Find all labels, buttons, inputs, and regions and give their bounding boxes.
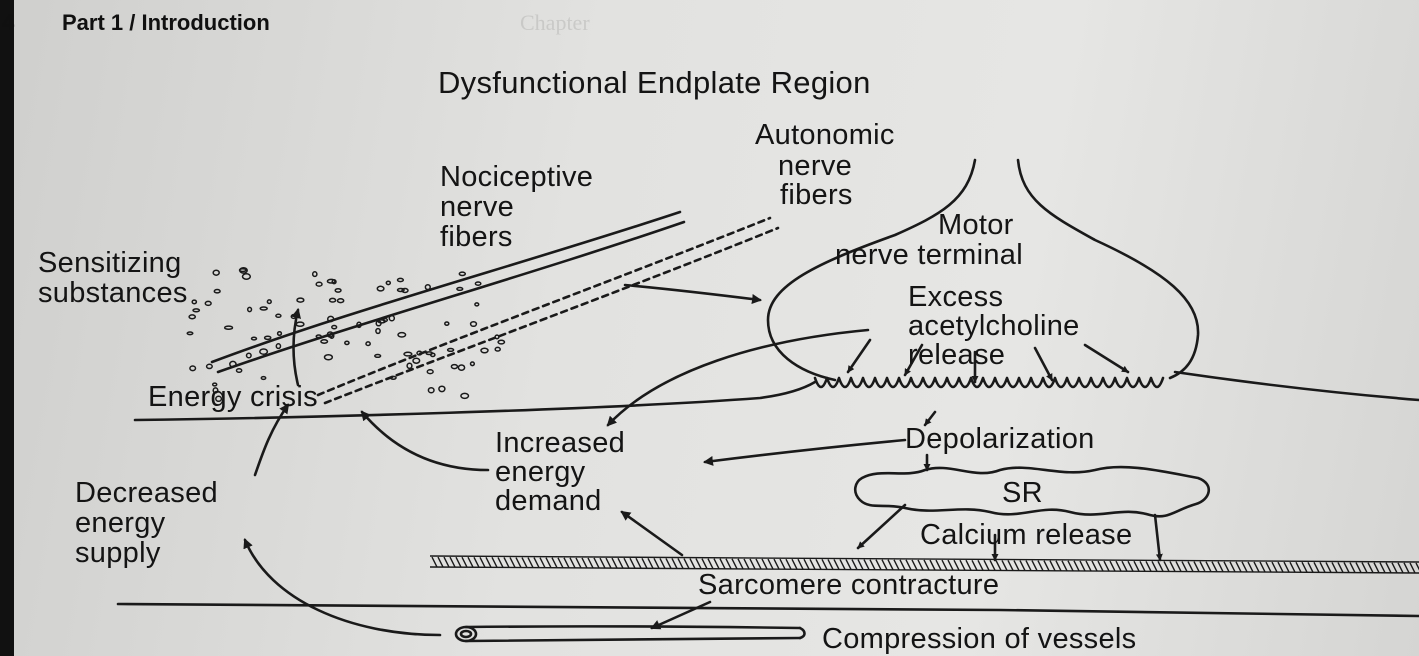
sarcomere-contracture-label: Sarcomere contracture (698, 570, 999, 600)
motor-nerve-terminal-outline-right (1018, 160, 1198, 378)
sr-label: SR (1002, 478, 1043, 508)
membrane-line-right (1175, 372, 1419, 400)
vessel-end (456, 627, 476, 641)
postjunctional-folds (815, 378, 1163, 387)
autonomic-fiber-1 (318, 218, 770, 395)
vessel-body (466, 626, 800, 641)
depolarization-label: Depolarization (905, 424, 1095, 454)
calcium-release-label: Calcium release (920, 520, 1132, 550)
energy-crisis-label: Energy crisis (148, 382, 318, 412)
figure-title: Dysfunctional Endplate Region (438, 68, 871, 98)
compression-of-vessels-label: Compression of vessels (822, 624, 1136, 654)
fascia-line (118, 604, 1419, 616)
